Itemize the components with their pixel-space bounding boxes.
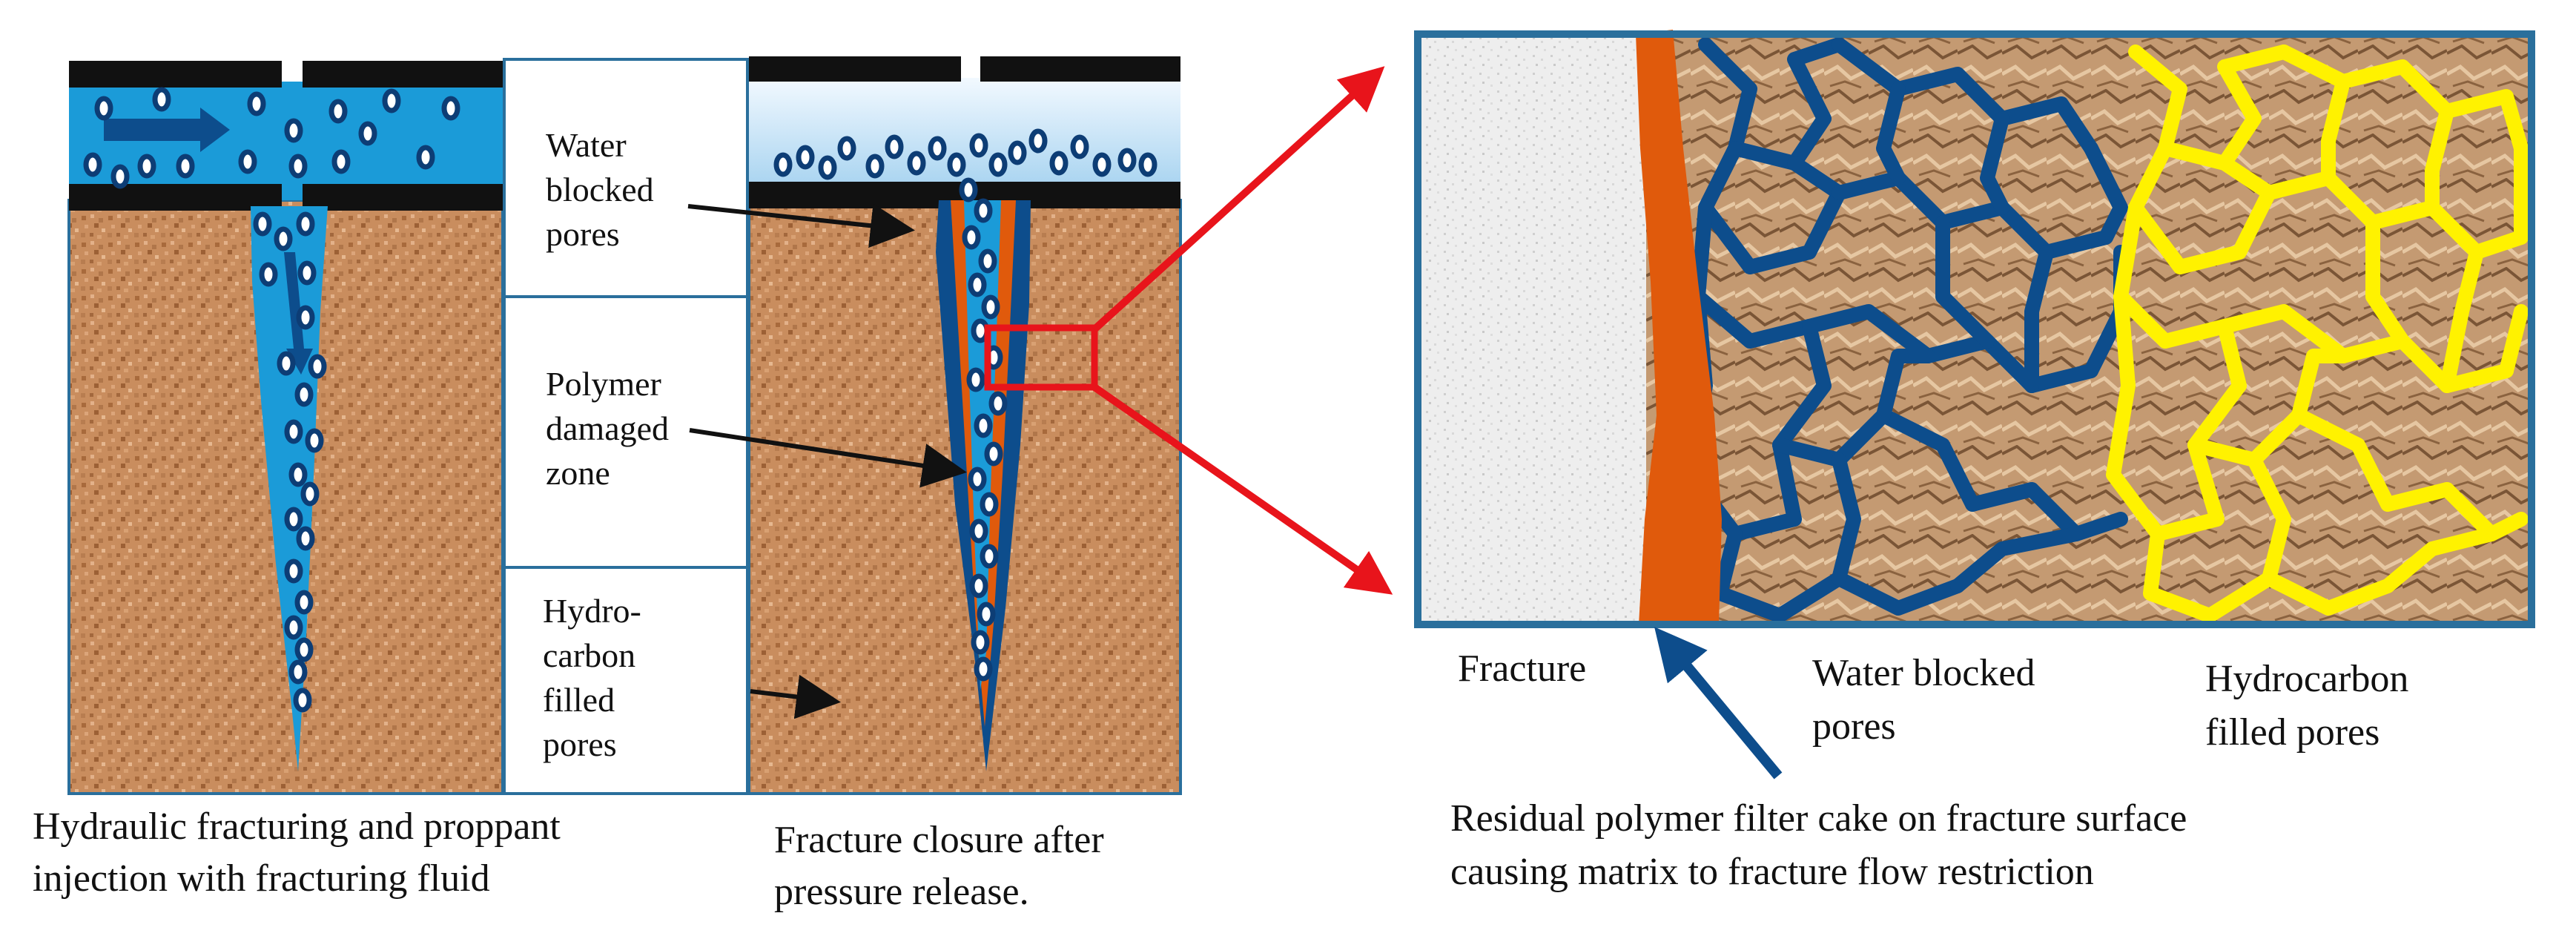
filter-cake-pointer-arrow [1654, 627, 1783, 780]
zoom-label-water-blocked: Water blocked pores [1812, 652, 2035, 748]
left-panel-caption: Hydraulic fracturing and proppant inject… [33, 805, 561, 900]
left-top-casing-b [303, 61, 503, 88]
legend-label-hydrocarbon: Hydro- carbon filled pores [543, 592, 641, 763]
zoom-caption: Residual polymer filter cake on fracture… [1450, 797, 2187, 893]
middle-proppant-pack [964, 200, 1001, 690]
legend-box-water [503, 58, 749, 298]
left-bottom-casing-b [303, 184, 503, 211]
left-panel-injection [67, 61, 504, 795]
polymer-filter-cake [1636, 30, 1722, 624]
middle-top-casing-a [749, 56, 961, 82]
zoom-selection-box [984, 324, 1098, 391]
hydrocarbon-pore-network [2106, 45, 2529, 623]
left-proppant-particles [83, 87, 460, 713]
zoom-arrows [1092, 66, 1393, 595]
arrow-water-to-zone [687, 203, 915, 248]
zoom-arrow-lower [1092, 383, 1393, 595]
zoom-arrow-upper [1092, 66, 1385, 332]
zoom-label-hydrocarbon: Hydrocarbon filled pores [2205, 658, 2409, 754]
left-fracture-wedge [251, 206, 328, 771]
middle-top-casing-b [980, 56, 1180, 82]
arrow-hydrocarbon-to-rock [750, 674, 841, 719]
middle-panel-closure [747, 56, 1182, 795]
zoom-panel [1414, 30, 2535, 780]
legend-label-water-blocked: Water blocked pores [546, 126, 654, 253]
left-flow-arrow [104, 108, 230, 152]
middle-panel-caption: Fracture closure after pressure release. [774, 819, 1104, 913]
left-bottom-casing-a [69, 184, 282, 211]
legend-leader-arrows [687, 203, 967, 719]
legend-label-polymer-damaged: Polymer damaged zone [546, 365, 670, 492]
zoom-fracture-region [1418, 34, 1646, 624]
zoom-panel-frame [1414, 30, 2535, 628]
left-top-casing-a [69, 61, 282, 88]
zoom-label-fracture: Fracture [1458, 647, 1587, 690]
arrow-polymer-to-zone [689, 428, 967, 488]
middle-wellbore-fluid [749, 78, 1180, 189]
